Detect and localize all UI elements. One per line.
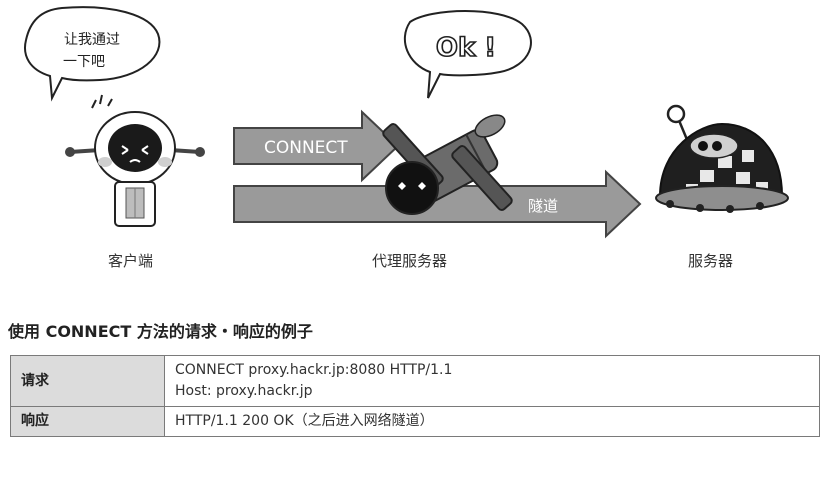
tunnel-arrow: 隧道 bbox=[233, 169, 642, 239]
proxy-speech-bubble: Ok ! bbox=[403, 10, 532, 99]
section-title: 使用 CONNECT 方法的请求・响应的例子 bbox=[8, 322, 313, 341]
client-label: 客户端 bbox=[108, 252, 154, 270]
proxy-server-label: 代理服务器 bbox=[372, 252, 448, 270]
server-robot-icon bbox=[655, 104, 789, 213]
request-response-table: 请求 CONNECT proxy.hackr.jp:8080 HTTP/1.1 … bbox=[10, 355, 820, 437]
table-row-request: 请求 CONNECT proxy.hackr.jp:8080 HTTP/1.1 … bbox=[10, 355, 820, 407]
response-header: 响应 bbox=[10, 406, 165, 437]
proxy-robot-icon bbox=[382, 114, 513, 215]
client-robot-icon bbox=[65, 94, 205, 227]
tunnel-arrow-label: 隧道 bbox=[528, 197, 558, 215]
client-bubble-line-1: 让我通过 bbox=[64, 32, 120, 48]
server-label: 服务器 bbox=[688, 252, 734, 270]
connect-diagram: 让我通过 一下吧 Ok ! CONNECT 隧道 bbox=[24, 6, 789, 239]
connect-arrow: CONNECT bbox=[233, 109, 400, 183]
request-value: CONNECT proxy.hackr.jp:8080 HTTP/1.1 Hos… bbox=[164, 355, 820, 407]
connect-arrow-label: CONNECT bbox=[264, 138, 348, 158]
client-speech-bubble: 让我通过 一下吧 bbox=[24, 6, 161, 102]
response-value: HTTP/1.1 200 OK（之后进入网络隧道） bbox=[164, 406, 820, 437]
response-line-1: HTTP/1.1 200 OK（之后进入网络隧道） bbox=[175, 413, 434, 429]
request-line-2: Host: proxy.hackr.jp bbox=[175, 383, 313, 399]
client-bubble-line-2: 一下吧 bbox=[63, 54, 105, 70]
proxy-bubble-text: Ok ! bbox=[436, 33, 496, 63]
request-header: 请求 bbox=[10, 355, 165, 407]
request-line-1: CONNECT proxy.hackr.jp:8080 HTTP/1.1 bbox=[175, 362, 453, 378]
table-row-response: 响应 HTTP/1.1 200 OK（之后进入网络隧道） bbox=[10, 406, 820, 437]
